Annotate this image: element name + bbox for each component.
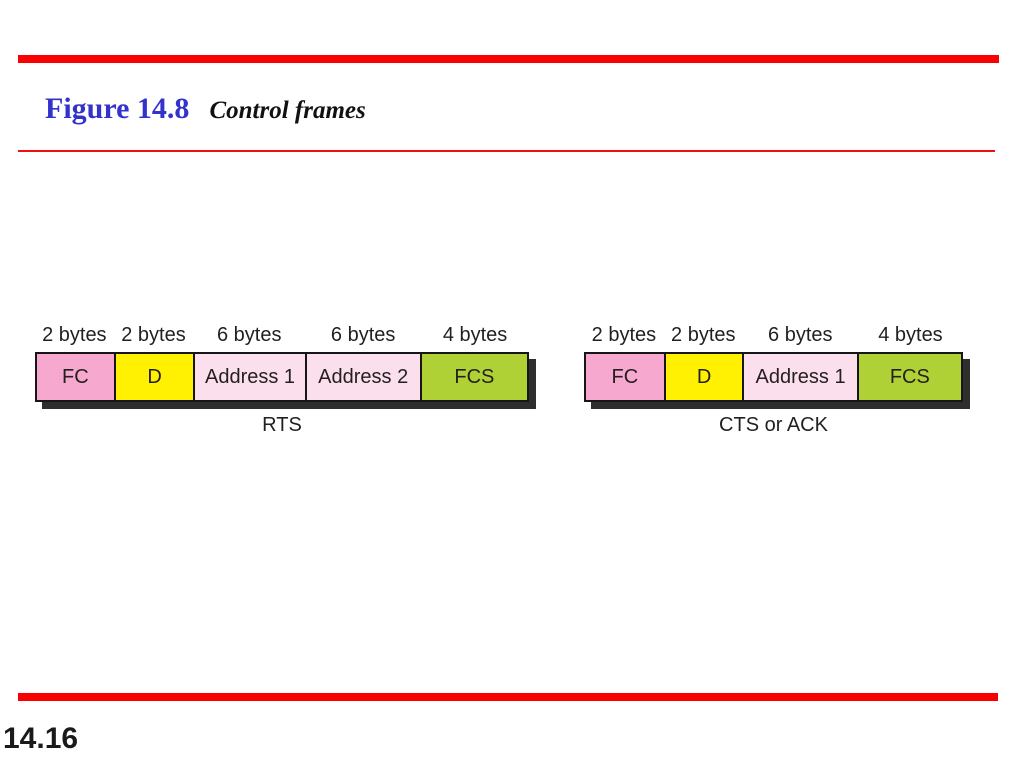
frame-field-cell: D	[663, 354, 743, 400]
frame-caption: RTS	[262, 414, 302, 436]
byte-labels-row: 2 bytes 2 bytes 6 bytes 6 bytes 4 bytes	[35, 319, 529, 347]
byte-count-label: 6 bytes	[768, 324, 833, 346]
slide-page-number: 14.16	[3, 722, 79, 755]
byte-count-label: 2 bytes	[671, 324, 736, 346]
bottom-accent-bar	[18, 693, 998, 701]
frame-field-cell: Address 2	[304, 354, 420, 400]
figure-number-label: Figure 14.8	[45, 92, 190, 125]
top-accent-bar	[18, 55, 999, 63]
frame-field-cell: Address 1	[742, 354, 857, 400]
byte-count-label: 4 bytes	[878, 324, 943, 346]
byte-count-label: 2 bytes	[121, 324, 186, 346]
frame-field-cell: D	[113, 354, 194, 400]
byte-count-label: 2 bytes	[42, 324, 107, 346]
byte-count-label: 2 bytes	[591, 324, 657, 346]
frame-field-cell: FC	[37, 354, 114, 400]
slide-title: Figure 14.8 Control frames	[45, 92, 366, 126]
byte-labels-row: 2 bytes 2 bytes 6 bytes 4 bytes	[584, 319, 963, 347]
byte-count-label: 6 bytes	[330, 324, 396, 346]
frame-field-cell: FCS	[419, 354, 527, 400]
frame-caption: CTS or ACK	[719, 414, 828, 436]
figure-caption-label: Control frames	[209, 97, 366, 124]
title-divider-rule	[18, 150, 995, 152]
frame-field-cell: FCS	[856, 354, 961, 400]
byte-count-label: 4 bytes	[442, 324, 508, 346]
frame-field-cell: FC	[586, 354, 664, 400]
frame-field-cell: Address 1	[193, 354, 305, 400]
byte-count-label: 6 bytes	[216, 324, 282, 346]
